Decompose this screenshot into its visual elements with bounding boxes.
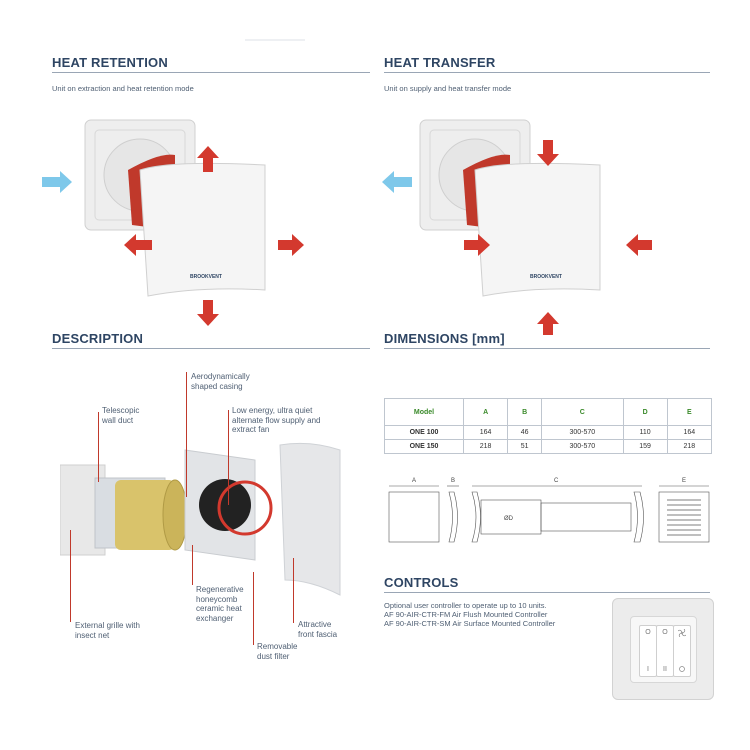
callout-line-filter [253,572,254,645]
red-arrow-up [537,312,559,335]
dimensions-table: Model A B C D E ONE 100 164 46 300-570 1… [384,398,713,454]
fascia [279,442,341,596]
table-cell: 218 [462,439,509,454]
heat-transfer-illustration: BROOKVENT [382,119,652,335]
controller-face: O I O II [630,616,697,683]
dimension-drawing: A B C ØD E [388,478,710,543]
callout-line-casing [186,372,187,497]
brand-logo: BROOKVENT [530,274,562,280]
table-header-cell: Model [384,398,464,426]
table-cell: ONE 100 [384,425,464,440]
heat-retention-title: HEAT RETENTION [52,55,168,70]
table-cell: 164 [666,425,713,440]
table-cell: 218 [666,439,713,454]
table-cell: 300-570 [541,439,624,454]
brand-logo: BROOKVENT [190,274,222,280]
dim-label-b: B [451,478,455,484]
controls-text: Optional user controller to operate up t… [384,601,555,628]
callout-line-grille [70,530,71,622]
front-fascia [474,162,601,297]
red-arrow-left [626,234,652,256]
table-cell: 110 [622,425,668,440]
red-arrow-right [464,234,490,256]
exploded-view-illustration [60,442,341,596]
heat-retention-rule [52,72,370,73]
switch-symbol-off: O [645,629,651,636]
dim-label-e: E [682,478,686,484]
red-arrow-down [537,140,559,166]
table-header-cell: D [622,398,668,426]
dim-label-a: A [412,478,416,484]
table-header-cell: E [666,398,713,426]
callout-line-fascia [293,558,294,623]
dial-icon [679,666,685,672]
heat-transfer-rule [384,72,710,73]
callout-line-fan [228,410,229,505]
dim-end-left [471,491,481,543]
description-title: DESCRIPTION [52,331,144,346]
description-rule [52,348,370,349]
heat-retention-subtitle: Unit on extraction and heat retention mo… [52,84,194,93]
fan-icon [678,629,686,637]
switch-symbol-on: I [647,666,649,673]
controls-line: AF 90-AIR-CTR-FM Air Flush Mounted Contr… [384,610,548,619]
fan [199,479,251,531]
rocker-switch-1[interactable]: O I [639,625,657,677]
controls-rule [384,592,710,593]
table-cell: 159 [622,439,668,454]
table-cell: ONE 150 [384,439,464,454]
red-arrow-down [197,300,219,326]
callout-line-duct [98,412,99,482]
front-fascia [139,162,266,297]
dimensions-rule [384,348,710,349]
red-arrow-left [124,234,152,256]
blue-arrow-in [42,171,72,193]
switch-symbol-off: O [662,629,668,636]
table-cell: 300-570 [541,425,624,440]
dim-profile-b [448,491,458,543]
dim-end-right [633,491,644,543]
ceramic-core [115,480,175,550]
honeycomb-face [162,479,188,551]
callout-line-honeycomb [192,545,193,585]
dim-grille-e [658,491,710,543]
table-header-cell: C [541,398,624,426]
dimensions-title: DIMENSIONS [mm] [384,331,505,346]
table-header-cell: A [462,398,509,426]
heat-transfer-subtitle: Unit on supply and heat transfer mode [384,84,512,93]
dim-label-c: C [554,478,559,484]
blue-arrow-out [382,171,412,193]
switch-symbol-speed: II [663,666,667,673]
controls-line: Optional user controller to operate up t… [384,601,547,610]
table-row: ONE 150 218 51 300-570 159 218 [384,439,713,454]
top-mark [245,39,305,41]
table-header-row: Model A B C D E [384,398,713,426]
table-row: ONE 100 164 46 300-570 110 164 [384,425,713,440]
table-header-cell: B [507,398,543,426]
table-cell: 51 [507,439,543,454]
heat-retention-illustration: BROOKVENT [42,119,304,326]
filter-ring [217,480,273,536]
red-arrow-up [197,146,219,172]
dim-label-d: ØD [504,516,514,522]
heat-transfer-title: HEAT TRANSFER [384,55,496,70]
table-cell: 164 [462,425,509,440]
controls-title: CONTROLS [384,575,459,590]
dim-duct-inner [540,502,632,532]
table-cell: 46 [507,425,543,440]
red-arrow-right [278,234,304,256]
rocker-switch-3[interactable] [673,625,691,677]
rocker-switch-2[interactable]: O II [656,625,674,677]
dim-square-a [388,491,440,543]
controller-plate: O I O II [612,598,714,700]
controls-line: AF 90-AIR-CTR-SM Air Surface Mounted Con… [384,619,556,628]
